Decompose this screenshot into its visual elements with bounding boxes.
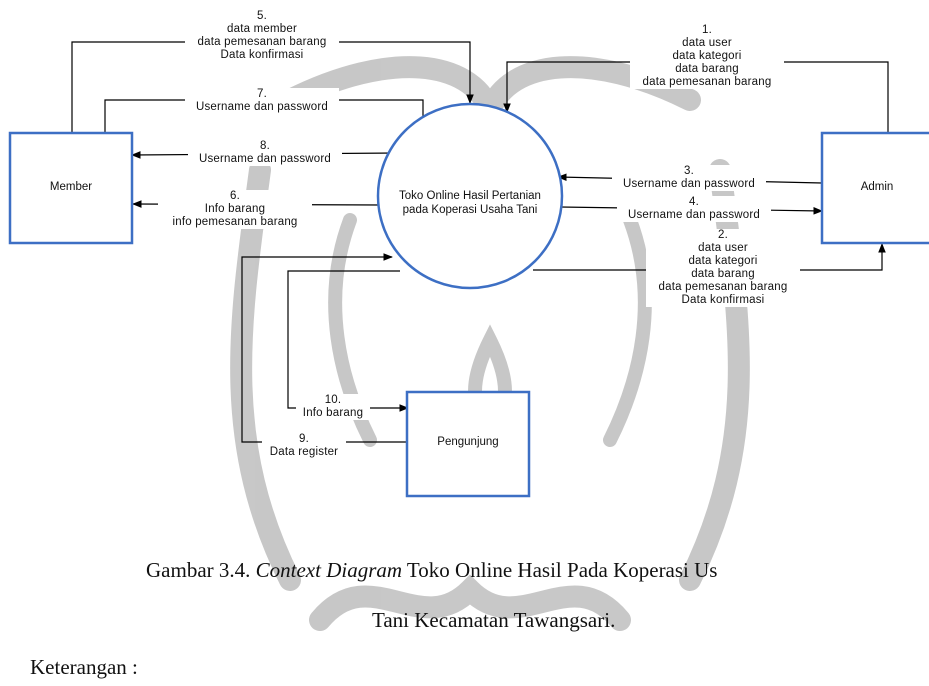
process-line-1: Toko Online Hasil Pertanian: [380, 189, 560, 203]
flow-8-label: 8.Username dan password: [188, 140, 342, 166]
pengunjung-label: Pengunjung: [407, 436, 529, 448]
keterangan-heading: Keterangan :: [30, 655, 138, 680]
admin-label: Admin: [822, 181, 929, 193]
flow-3-label: 3.Username dan password: [612, 165, 766, 191]
flow-7-label: 7.Username dan password: [185, 88, 339, 114]
member-label: Member: [10, 181, 132, 193]
flow-10-label: 10.Info barang: [296, 394, 370, 420]
figure-caption-line-2: Tani Kecamatan Tawangsari.: [372, 608, 615, 633]
figure-caption-line-1: Gambar 3.4. Context Diagram Toko Online …: [146, 558, 717, 583]
flow-10-line: [288, 271, 408, 408]
process-line-2: pada Koperasi Usaha Tani: [380, 203, 560, 217]
flow-9-label: 9.Data register: [262, 433, 346, 459]
flow-4-label: 4.Username dan password: [617, 196, 771, 222]
process-label: Toko Online Hasil Pertanian pada Koperas…: [380, 189, 560, 217]
